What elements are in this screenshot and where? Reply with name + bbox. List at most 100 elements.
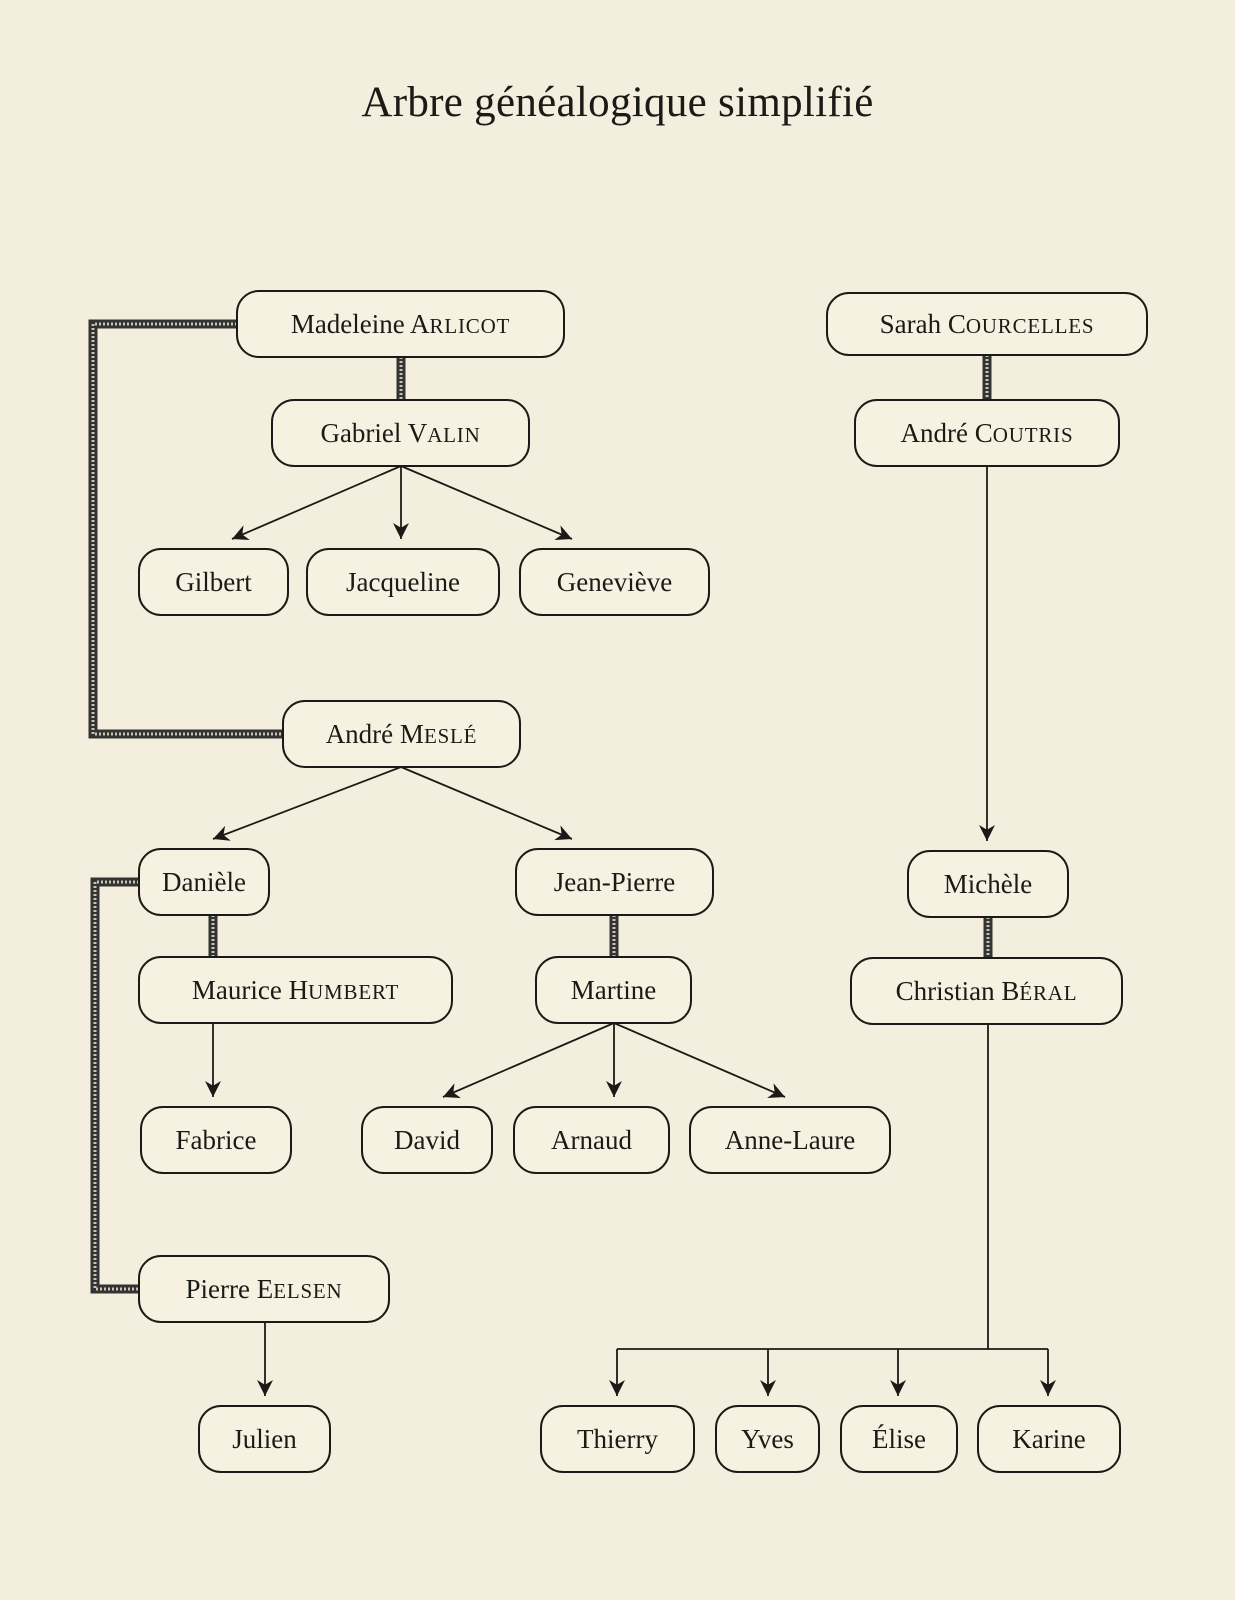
arrow-to-jean-pierre — [400, 766, 573, 841]
union-link-daniele-pierre — [90, 877, 139, 1294]
person-name: Danièle — [162, 867, 246, 897]
last-name-rest: ELSEN — [273, 1279, 342, 1303]
arrow-to-david — [442, 1022, 615, 1098]
person-box — [138, 956, 453, 1024]
first-name: Christian — [896, 976, 995, 1006]
person-box — [306, 548, 500, 616]
marriage-links — [88, 319, 993, 1294]
person-box — [826, 292, 1148, 356]
person-box — [715, 1405, 820, 1473]
first-name: Jean-Pierre — [554, 867, 675, 897]
first-name: Gilbert — [175, 567, 252, 597]
last-name-rest: ÉRAL — [1019, 981, 1077, 1005]
person-node-jean-pierre: Jean-Pierre — [515, 848, 714, 916]
person-node-sarah: Sarah COURCELLES — [826, 292, 1148, 356]
last-name-rest: RLICOT — [430, 314, 511, 338]
last-name-rest: OURCELLES — [966, 314, 1095, 338]
person-name: Thierry — [577, 1424, 658, 1454]
person-box — [271, 399, 530, 467]
first-name: Pierre — [185, 1274, 249, 1304]
first-name: André — [326, 719, 393, 749]
person-name: Élise — [872, 1424, 926, 1454]
last-name-rest: ALIN — [427, 423, 480, 447]
person-box — [513, 1106, 670, 1174]
person-name: Karine — [1012, 1424, 1085, 1454]
person-box — [850, 957, 1123, 1025]
person-name: Anne-Laure — [725, 1125, 855, 1155]
person-node-karine: Karine — [977, 1405, 1121, 1473]
person-node-gabriel: Gabriel VALIN — [271, 399, 530, 467]
last-name-initial: C — [948, 309, 966, 339]
first-name: Julien — [232, 1424, 297, 1454]
person-name: David — [394, 1125, 460, 1155]
last-name-initial: A — [410, 309, 430, 339]
first-name: Sarah — [880, 309, 942, 339]
person-box — [236, 290, 565, 358]
first-name: Élise — [872, 1424, 926, 1454]
person-name: Arnaud — [551, 1125, 632, 1155]
person-node-thierry: Thierry — [540, 1405, 695, 1473]
person-box — [854, 399, 1120, 467]
first-name: Arnaud — [551, 1125, 632, 1155]
person-box — [138, 1255, 390, 1323]
person-node-arnaud: Arnaud — [513, 1106, 670, 1174]
person-name: André MESLÉ — [326, 719, 478, 749]
last-name-rest: OUTRIS — [993, 423, 1074, 447]
person-node-martine: Martine — [535, 956, 692, 1024]
person-node-daniele: Danièle — [138, 848, 270, 916]
first-name: Jacqueline — [346, 567, 460, 597]
person-node-david: David — [361, 1106, 493, 1174]
person-name: Jean-Pierre — [554, 867, 675, 897]
person-name: Jacqueline — [346, 567, 460, 597]
first-name: Yves — [741, 1424, 794, 1454]
person-node-madeleine: Madeleine ARLICOT — [236, 290, 565, 358]
first-name: Michèle — [944, 869, 1032, 899]
person-name: Christian BÉRAL — [896, 976, 1078, 1006]
last-name-initial: H — [289, 975, 309, 1005]
person-box — [138, 848, 270, 916]
last-name-initial: V — [408, 418, 428, 448]
person-node-yves: Yves — [715, 1405, 820, 1473]
person-box — [540, 1405, 695, 1473]
descent-christian — [609, 1024, 1056, 1396]
first-name: Martine — [571, 975, 656, 1005]
first-name: Danièle — [162, 867, 246, 897]
person-name: Julien — [232, 1424, 297, 1454]
person-box — [840, 1405, 958, 1473]
arrow-to-anne-laure — [613, 1022, 786, 1098]
person-node-julien: Julien — [198, 1405, 331, 1473]
first-name: Thierry — [577, 1424, 658, 1454]
first-name: David — [394, 1125, 460, 1155]
person-node-pierre: Pierre EELSEN — [138, 1255, 390, 1323]
union-band — [90, 877, 139, 1294]
union-band-hatch — [93, 880, 139, 1291]
person-name: Pierre EELSEN — [185, 1274, 342, 1304]
person-node-andre-mesle: André MESLÉ — [282, 700, 521, 768]
person-name: Gilbert — [175, 567, 252, 597]
person-name: Sarah COURCELLES — [880, 309, 1095, 339]
person-name: Martine — [571, 975, 656, 1005]
person-box — [977, 1405, 1121, 1473]
last-name-initial: C — [975, 418, 993, 448]
person-box — [198, 1405, 331, 1473]
person-node-fabrice: Fabrice — [140, 1106, 292, 1174]
person-node-jacqueline: Jacqueline — [306, 548, 500, 616]
last-name-initial: B — [1001, 976, 1019, 1006]
person-name: Gabriel VALIN — [320, 418, 480, 448]
person-node-genevieve: Geneviève — [519, 548, 710, 616]
person-name: André COUTRIS — [901, 418, 1074, 448]
person-box — [361, 1106, 493, 1174]
person-name: Michèle — [944, 869, 1032, 899]
person-box — [515, 848, 714, 916]
first-name: Madeleine — [291, 309, 405, 339]
person-name: Madeleine ARLICOT — [291, 309, 510, 339]
person-node-christian: Christian BÉRAL — [850, 957, 1123, 1025]
person-node-gilbert: Gilbert — [138, 548, 289, 616]
first-name: Anne-Laure — [725, 1125, 855, 1155]
person-box — [689, 1106, 891, 1174]
person-box — [140, 1106, 292, 1174]
last-name-rest: ESLÉ — [424, 724, 477, 748]
descent-andre-mesle — [212, 766, 573, 841]
last-name-initial: E — [257, 1274, 274, 1304]
